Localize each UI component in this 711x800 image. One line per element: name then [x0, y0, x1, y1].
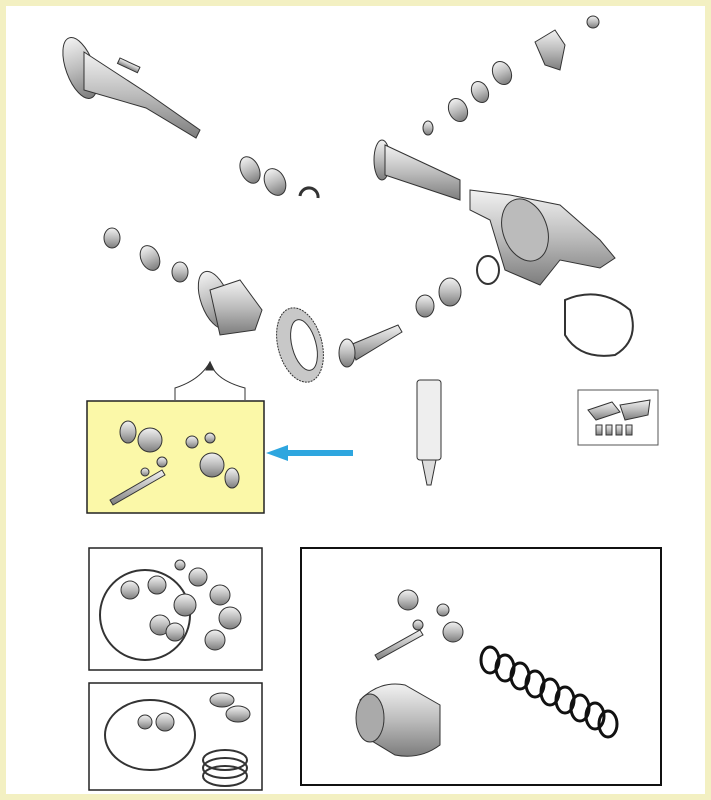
sealant-tube-icon[interactable]: [416, 379, 442, 486]
seal-kit-icon: [99, 559, 242, 661]
ring-gear-icon[interactable]: [269, 303, 331, 388]
axle-housing-icon[interactable]: [373, 139, 616, 286]
crush-sleeve-icon[interactable]: [415, 255, 500, 318]
spider-gear-kit-icon: [109, 420, 240, 506]
differential-case-icon[interactable]: [192, 267, 263, 336]
bearing-kit-box[interactable]: [88, 682, 263, 791]
wheel-bearing-icon[interactable]: [236, 154, 320, 199]
pinion-bearing-icon[interactable]: [422, 58, 515, 136]
yoke-hardware-kit[interactable]: [577, 389, 659, 446]
spider-gear-kit-box[interactable]: [86, 400, 265, 514]
carrier-bearing-icon[interactable]: [103, 227, 189, 283]
yoke-hardware-icon: [587, 399, 651, 436]
callout-arrow: [266, 445, 353, 461]
limited-slip-kit-icon: [355, 589, 464, 757]
yoke-icon[interactable]: [534, 15, 600, 71]
pinion-gear-icon[interactable]: [338, 324, 403, 368]
clutch-pack-icon: [479, 645, 619, 739]
cover-gasket-icon[interactable]: [564, 293, 634, 357]
bearing-kit-icon: [104, 692, 251, 787]
axle-shaft-icon[interactable]: [56, 33, 201, 139]
